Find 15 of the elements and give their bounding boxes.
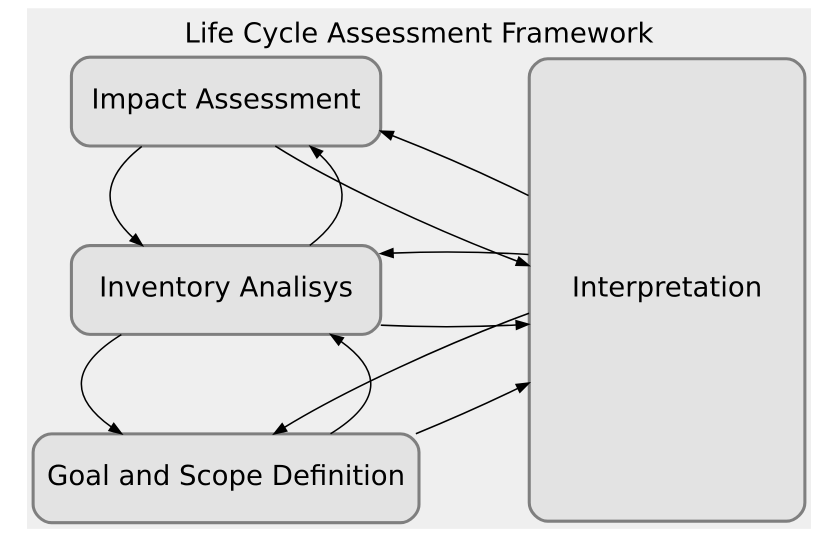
arrow — [378, 248, 529, 258]
node-box: Inventory Analisys — [70, 244, 382, 336]
node-box: Goal and Scope Definition — [32, 432, 421, 524]
diagram-title: Life Cycle Assessment Framework — [184, 17, 654, 50]
arrow — [380, 320, 531, 330]
node-box: Interpretation — [528, 57, 806, 523]
arrow — [272, 312, 530, 436]
arrow — [308, 145, 343, 246]
arrow — [328, 333, 372, 434]
arrow — [110, 146, 144, 247]
arrow — [378, 130, 529, 196]
node-box: Impact Assessment — [70, 56, 382, 148]
arrow — [416, 382, 532, 434]
arrow — [274, 145, 532, 266]
arrow — [80, 334, 124, 436]
